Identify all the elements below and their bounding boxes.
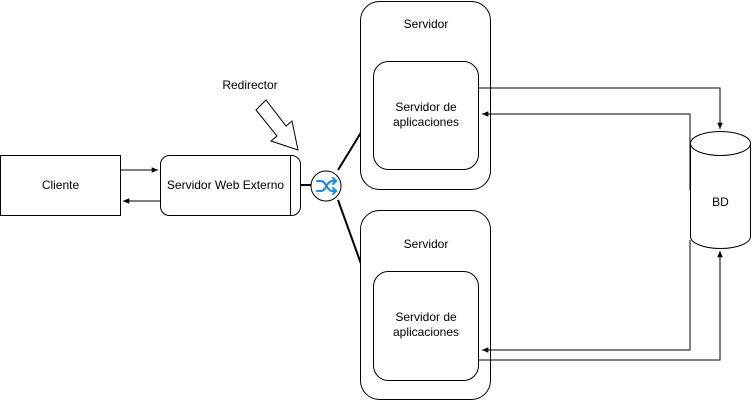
db-to-top-app-arrow — [482, 111, 691, 190]
redirector-pointer-arrow — [255, 99, 299, 151]
app-server-top-box[interactable] — [373, 61, 479, 170]
app-server-bottom-box[interactable] — [373, 271, 479, 381]
server-bottom-label: Servidor — [403, 237, 449, 251]
web-server-label: Servidor Web Externo — [166, 178, 285, 192]
database-cylinder[interactable] — [690, 131, 751, 249]
db-to-bottom-app-arrow — [482, 240, 691, 353]
server-top-label: Servidor — [403, 17, 449, 31]
bottom-app-to-db-arrow — [479, 251, 723, 361]
client-box[interactable] — [0, 155, 121, 216]
shuffle-icon — [316, 177, 338, 195]
client-label: Cliente — [41, 178, 80, 192]
redirector-label: Redirector — [222, 78, 278, 92]
database-label: BD — [712, 195, 729, 209]
load-balancer[interactable] — [310, 170, 342, 202]
app-server-bottom-label: Servidor de aplicaciones — [392, 310, 460, 339]
app-server-top-label: Servidor de aplicaciones — [392, 100, 460, 129]
top-app-to-db-arrow — [479, 87, 723, 129]
